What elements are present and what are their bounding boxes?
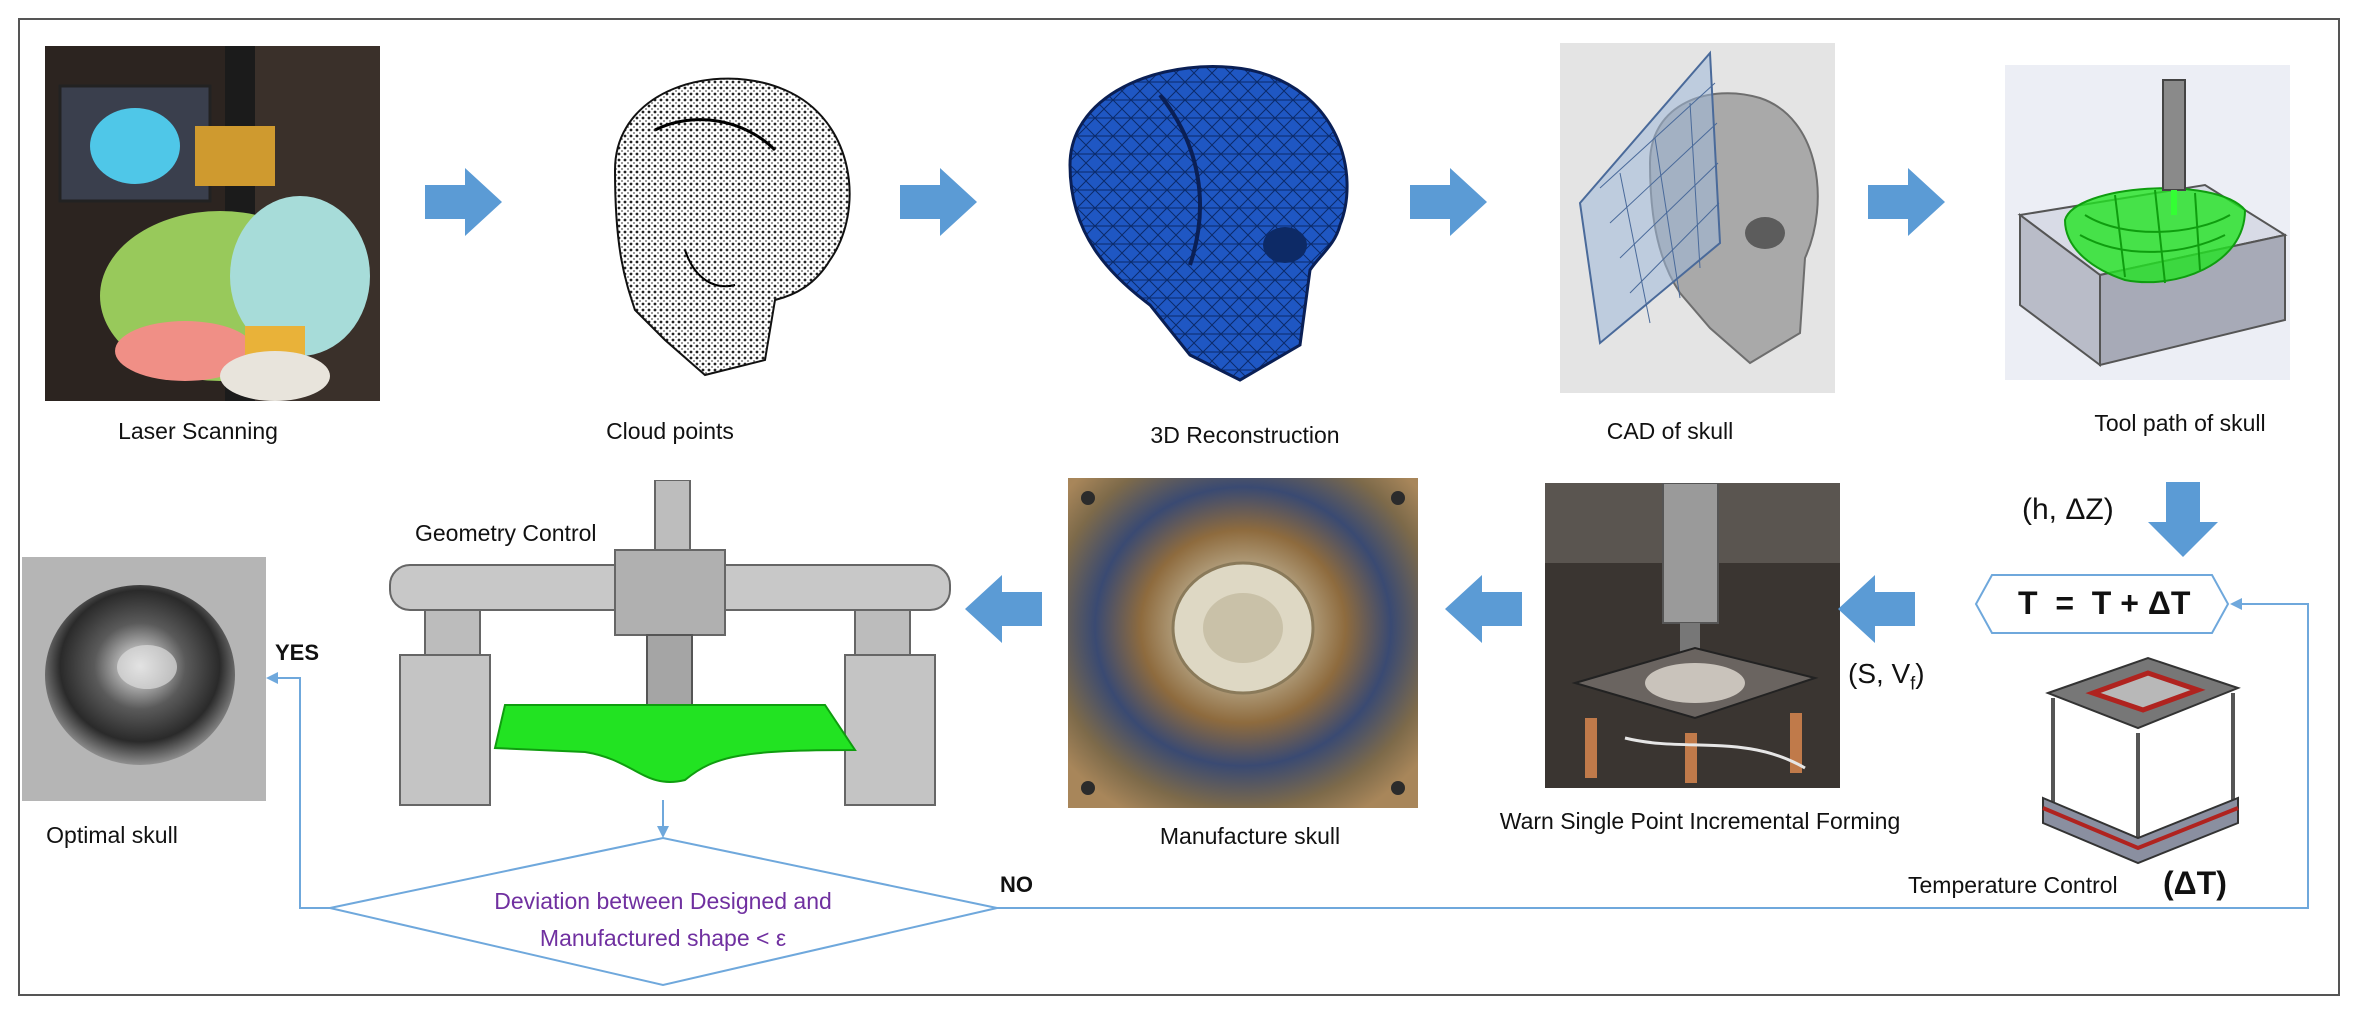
tool-path-image (2005, 65, 2290, 380)
decision-text-line1: Deviation between Designed and (494, 888, 832, 914)
manufacture-skull-image (1068, 478, 1418, 808)
arrow-recon-to-cad (1410, 168, 1487, 236)
arrow-scan-to-cloud (425, 168, 502, 236)
formula-box (1974, 574, 2230, 634)
cad-image (1560, 43, 1835, 393)
optimal-skull-image (22, 557, 266, 801)
reconstruction-image (1050, 55, 1380, 390)
arrow-to-warm-spif (1838, 575, 1915, 643)
s-vf-prefix: (S, V (1848, 658, 1911, 689)
caption-cloud-points: Cloud points (606, 418, 734, 444)
temperature-control-image (2038, 648, 2243, 868)
cloud-points-image (545, 50, 865, 380)
warm-spif-image (1545, 483, 1840, 788)
caption-optimal-skull: Optimal skull (46, 822, 178, 848)
geometry-control-label: Geometry Control (415, 520, 597, 546)
caption-3d-reconstruction: 3D Reconstruction (1150, 422, 1340, 448)
arrow-toolpath-down (2148, 482, 2218, 557)
caption-warm-spif: Warn Single Point Incremental Forming (1499, 808, 1901, 834)
s-vf-suffix: ) (1915, 658, 1925, 689)
caption-tool-path: Tool path of skull (2094, 410, 2266, 436)
temperature-control-label: Temperature Control (1908, 872, 2118, 898)
laser-scanning-image (45, 46, 380, 401)
formula-text: T = T + ΔT (2018, 585, 2191, 621)
caption-manufacture-skull: Manufacture skull (1159, 823, 1341, 849)
diagram-frame (18, 18, 2340, 996)
no-label: NO (1000, 872, 1033, 897)
geometry-control-image (385, 480, 960, 810)
caption-cad-of-skull: CAD of skull (1606, 418, 1734, 444)
yes-label: YES (275, 640, 320, 665)
arrow-cad-to-toolpath (1868, 168, 1945, 236)
arrow-to-geometry-control (965, 575, 1042, 643)
delta-t-label: (ΔT) (2163, 865, 2227, 901)
h-dz-label: (h, ΔZ) (2022, 493, 2114, 526)
caption-laser-scanning: Laser Scanning (118, 418, 278, 444)
s-vf-subscript: f (1910, 673, 1916, 694)
arrow-cloud-to-recon (900, 168, 977, 236)
decision-text-line2: Manufactured shape < ε (539, 925, 787, 951)
s-vf-label: (S, Vf) (1848, 658, 1925, 695)
arrow-to-manufacture (1445, 575, 1522, 643)
